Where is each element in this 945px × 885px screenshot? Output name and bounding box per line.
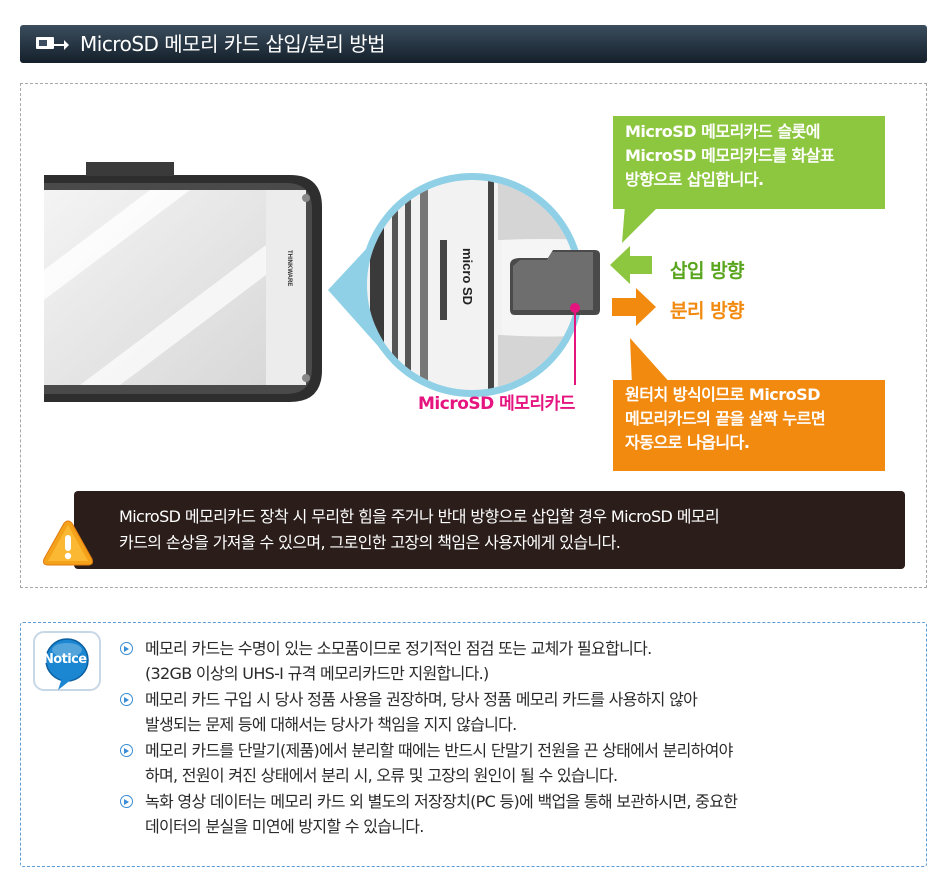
diagram-frame [20, 83, 927, 588]
microsd-card-label: MicroSD 메모리카드 [418, 394, 575, 414]
notice-list: 메모리 카드는 수명이 있는 소모품이므로 정기적인 점검 또는 교체가 필요합… [120, 636, 920, 840]
remove-arrow [612, 288, 656, 326]
page-title: MicroSD 메모리 카드 삽입/분리 방법 [80, 32, 386, 56]
notice-text: 메모리 카드를 단말기(제품)에서 분리할 때에는 반드시 단말기 전원을 끈 … [145, 741, 733, 760]
insert-direction-label: 삽입 방향 [670, 260, 745, 282]
notice-text: 메모리 카드는 수명이 있는 소모품이므로 정기적인 점검 또는 교체가 필요합… [145, 639, 652, 658]
insert-arrow [610, 246, 652, 284]
slot-label: micro SD [460, 248, 475, 305]
remove-callout-line: 메모리카드의 끝을 살짝 누르면 [625, 409, 826, 428]
bullet-icon [120, 795, 133, 808]
notice-item: 메모리 카드 구입 시 당사 정품 사용을 권장하며, 당사 정품 메모리 카드… [120, 687, 920, 737]
section-header: MicroSD 메모리 카드 삽입/분리 방법 [20, 25, 927, 63]
notice-text: (32GB 이상의 UHS-I 규격 메모리카드만 지원합니다.) [145, 664, 489, 683]
notice-text: 하며, 전원이 켜진 상태에서 분리 시, 오류 및 고장의 원인이 될 수 있… [145, 766, 618, 785]
notice-item: 메모리 카드를 단말기(제품)에서 분리할 때에는 반드시 단말기 전원을 끈 … [120, 738, 920, 788]
insert-callout-line: 방향으로 삽입합니다. [625, 170, 764, 189]
device-illustration: THINKWARE micro SD [44, 162, 672, 402]
notice-text: 발생되는 문제 등에 대해서는 당사가 책임을 지지 않습니다. [145, 715, 517, 734]
insert-callout-line: MicroSD 메모리카드를 화살표 [625, 146, 835, 165]
bullet-icon [120, 744, 133, 757]
notice-item: 녹화 영상 데이터는 메모리 카드 외 별도의 저장장치(PC 등)에 백업을 … [120, 789, 920, 839]
warning-box: MicroSD 메모리카드 장착 시 무리한 힘을 주거나 반대 방향으로 삽입… [74, 491, 905, 569]
remove-direction-label: 분리 방향 [670, 300, 745, 322]
warning-text: MicroSD 메모리카드 장착 시 무리한 힘을 주거나 반대 방향으로 삽입… [119, 507, 720, 526]
notice-badge-icon [33, 631, 101, 691]
notice-item: 메모리 카드는 수명이 있는 소모품이므로 정기적인 점검 또는 교체가 필요합… [120, 636, 920, 686]
device-brand: THINKWARE [286, 250, 292, 286]
remove-callout: 원터치 방식이므로 MicroSD 메모리카드의 끝을 살짝 누르면 자동으로 … [613, 380, 885, 471]
notice-text: 녹화 영상 데이터는 메모리 카드 외 별도의 저장장치(PC 등)에 백업을 … [145, 792, 738, 811]
notice-text: 메모리 카드 구입 시 당사 정품 사용을 권장하며, 당사 정품 메모리 카드… [145, 690, 698, 709]
insert-callout: MicroSD 메모리카드 슬롯에 MicroSD 메모리카드를 화살표 방향으… [613, 116, 885, 209]
notice-box [20, 622, 927, 867]
notice-text: 데이터의 분실을 미연에 방지할 수 있습니다. [145, 817, 424, 836]
remove-callout-line: 자동으로 나옵니다. [625, 433, 750, 452]
bullet-icon [120, 693, 133, 706]
warning-icon [43, 520, 93, 566]
warning-text: 카드의 손상을 가져올 수 있으며, 그로인한 고장의 책임은 사용자에게 있습… [119, 533, 621, 552]
notice-badge-label: Notice [43, 652, 87, 667]
bullet-icon [120, 642, 133, 655]
insert-callout-line: MicroSD 메모리카드 슬롯에 [625, 122, 820, 141]
remove-callout-line: 원터치 방식이므로 MicroSD [625, 385, 820, 404]
memory-card-icon [36, 37, 69, 50]
